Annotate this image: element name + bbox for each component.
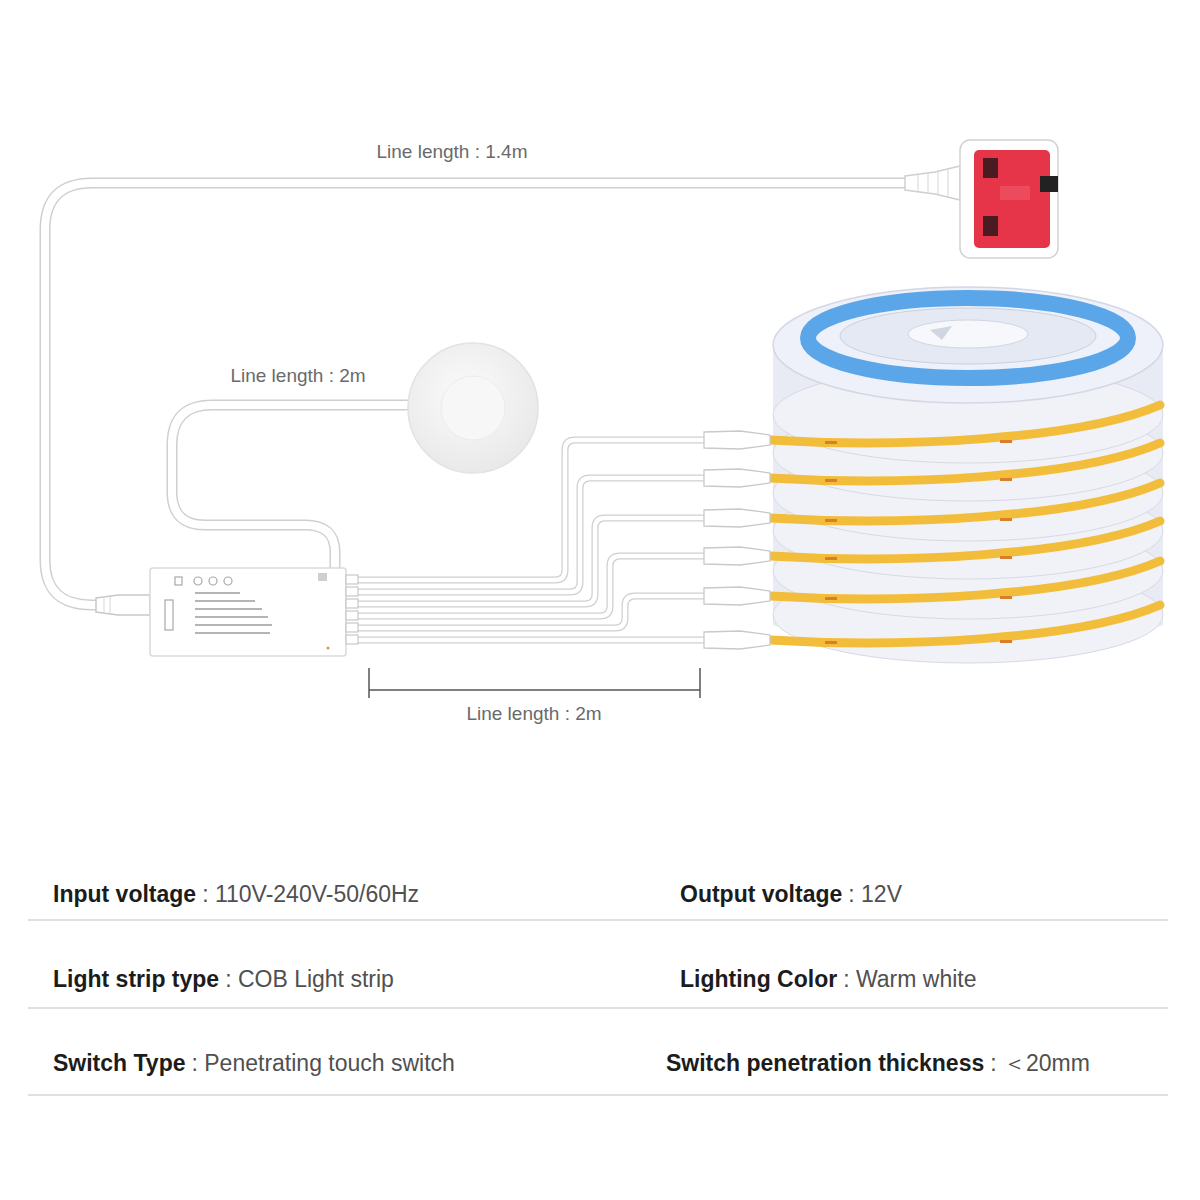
spec-name: Output voltage [680,881,842,909]
spec-value: : ＜20mm [990,1050,1090,1078]
spec-name: Lighting Color [680,966,837,994]
spec-name: Light strip type [53,966,219,994]
touch-switch [408,343,538,473]
dimension-label: Line length : 1.4m [376,141,527,164]
switch-cable [172,405,408,570]
spec-value: : 110V-240V-50/60Hz [202,881,419,909]
table-rules [28,920,1168,1095]
dimension-label: Line length : 2m [466,703,601,726]
spec-value: : Penetrating touch switch [192,1050,455,1078]
cob-strips [770,405,1160,643]
dimension-line [369,668,700,698]
uk-plug [905,140,1058,258]
spec-name: Switch Type [53,1050,186,1078]
spec-name: Switch penetration thickness [666,1050,984,1078]
output-wires [358,440,706,640]
spec-name: Input voltage [53,881,196,909]
spec-value: : Warm white [843,966,976,994]
dc-connector [96,595,150,615]
spec-value: : 12V [848,881,902,909]
dimension-label: Line length : 2m [230,365,365,388]
strip-connectors [704,431,770,649]
spec-value: : COB Light strip [225,966,394,994]
strip-pads [825,440,1012,644]
controller-box [150,568,358,656]
